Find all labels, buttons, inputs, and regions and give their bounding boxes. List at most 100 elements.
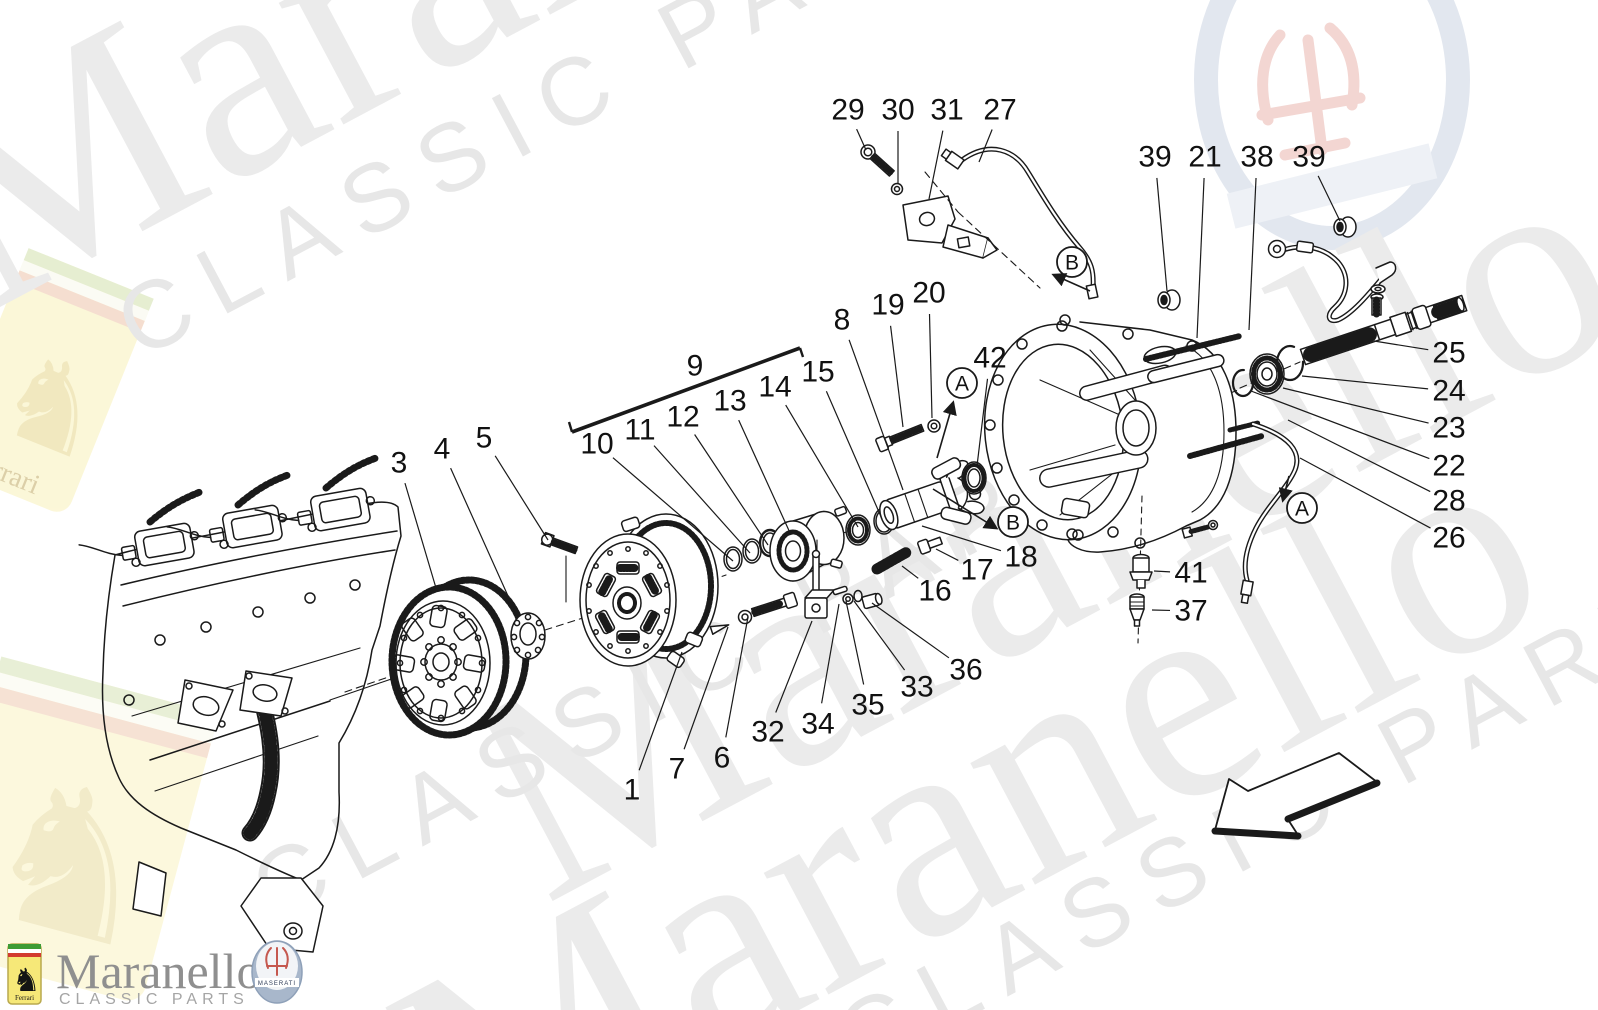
ferrari-shield-watermark: ♞ Ferrari [0, 248, 154, 512]
diagram-art [78, 144, 1468, 953]
spring-16 [871, 546, 913, 575]
leader-line-39 [1156, 177, 1168, 292]
leader-line-19 [889, 325, 904, 428]
part-label-26: 26 [1432, 522, 1465, 555]
leader-line-29 [856, 128, 867, 151]
leader-line-24 [1301, 375, 1429, 390]
part-label-31: 31 [930, 94, 963, 127]
part-label-37: 37 [1174, 595, 1207, 628]
maserati-badge: MASERATI [251, 940, 303, 1004]
bolt-6 [750, 591, 799, 618]
leader-line-20 [928, 313, 933, 419]
leader-line-41 [1153, 570, 1171, 573]
bolt-19 [875, 423, 925, 453]
footer-brand: Maranello [56, 943, 261, 999]
part-label-12: 12 [666, 401, 699, 434]
leader-line-7 [683, 626, 729, 750]
part-label-39: 39 [1138, 141, 1171, 174]
leader-line-27 [978, 129, 993, 163]
leader-line-14 [785, 404, 859, 528]
pin-part [709, 624, 730, 635]
part-label-17: 17 [960, 554, 993, 587]
engine-block [78, 454, 402, 953]
studs-28 [1143, 333, 1265, 459]
ref-marker-A: A [936, 367, 978, 459]
leader-line-17 [935, 548, 959, 561]
maserati-oval-watermark [1194, 0, 1470, 250]
part-label-19: 19 [871, 289, 904, 322]
part-label-9: 9 [687, 350, 704, 383]
flywheel-spacer [510, 612, 546, 660]
part-label-22: 22 [1432, 450, 1465, 483]
leader-line-28 [1287, 419, 1431, 493]
horse-icon: ♞ [12, 962, 41, 998]
part-label-38: 38 [1240, 141, 1273, 174]
leader-line-21 [1196, 177, 1205, 339]
part-label-4: 4 [434, 433, 451, 466]
part-label-29: 29 [831, 94, 864, 127]
leader-line-6 [725, 616, 749, 738]
bracket-31 [902, 171, 1041, 289]
ref-marker-B: B [1051, 246, 1091, 292]
leader-lines [404, 128, 1431, 771]
svg-text:B: B [1006, 512, 1020, 535]
snap-ring-22 [1231, 368, 1255, 398]
part-label-15: 15 [801, 356, 834, 389]
footer-logo: ♞ Ferrari Maranello CLASSIC PARTS MASERA… [7, 940, 303, 1008]
leader-line-32 [775, 620, 813, 713]
leader-line-4 [450, 467, 518, 617]
part-label-5: 5 [476, 422, 493, 455]
flywheel [388, 576, 530, 739]
leader-line-42 [976, 378, 989, 467]
hose-38 [1267, 239, 1397, 324]
part-label-6: 6 [714, 742, 731, 775]
snap-ring-24 [1275, 344, 1305, 382]
reference-markers: A B B A [932, 246, 1318, 538]
leader-line-26 [1299, 457, 1431, 529]
washer-7 [737, 609, 753, 625]
input-shaft [1299, 294, 1468, 366]
ref-marker-A: A [1278, 475, 1318, 524]
part-label-28: 28 [1432, 485, 1465, 518]
part-label-3: 3 [391, 447, 408, 480]
part-label-32: 32 [751, 716, 784, 749]
part-label-34: 34 [801, 708, 834, 741]
part-label-30: 30 [881, 94, 914, 127]
part-label-42: 42 [973, 342, 1006, 375]
part-label-7: 7 [669, 753, 686, 786]
group-bracket-9 [567, 346, 805, 434]
leader-line-18 [921, 525, 1002, 552]
leader-line-38 [1248, 177, 1257, 331]
washer-20 [927, 419, 941, 433]
leader-line-16 [901, 565, 919, 579]
bolt-29 [860, 144, 895, 177]
seal-42 [961, 461, 987, 495]
part-label-14: 14 [758, 371, 791, 404]
part-label-20: 20 [912, 277, 945, 310]
leader-line-22 [1250, 390, 1430, 460]
part-label-35: 35 [851, 689, 884, 722]
leader-line-31 [928, 130, 944, 200]
ref-marker-B: B [932, 488, 1029, 538]
footer-tagline: CLASSIC PARTS [59, 991, 249, 1008]
leader-line-3 [404, 482, 437, 589]
part-label-23: 23 [1432, 412, 1465, 445]
leader-line-11 [653, 445, 751, 554]
leader-line-13 [738, 419, 792, 536]
part-label-27: 27 [983, 94, 1016, 127]
ferrari-badge: ♞ Ferrari [7, 943, 42, 1005]
gearbox-housing [983, 314, 1237, 553]
leader-line-15 [825, 391, 883, 520]
part-label-18: 18 [1004, 541, 1037, 574]
part-label-16: 16 [918, 575, 951, 608]
part-label-41: 41 [1174, 557, 1207, 590]
clutch-rivets [586, 546, 670, 654]
svg-text:A: A [955, 373, 969, 396]
part-label-36: 36 [949, 654, 982, 687]
bolt-17 [917, 536, 943, 555]
leader-line-36 [871, 602, 950, 659]
grommet-39-right [1333, 216, 1357, 238]
